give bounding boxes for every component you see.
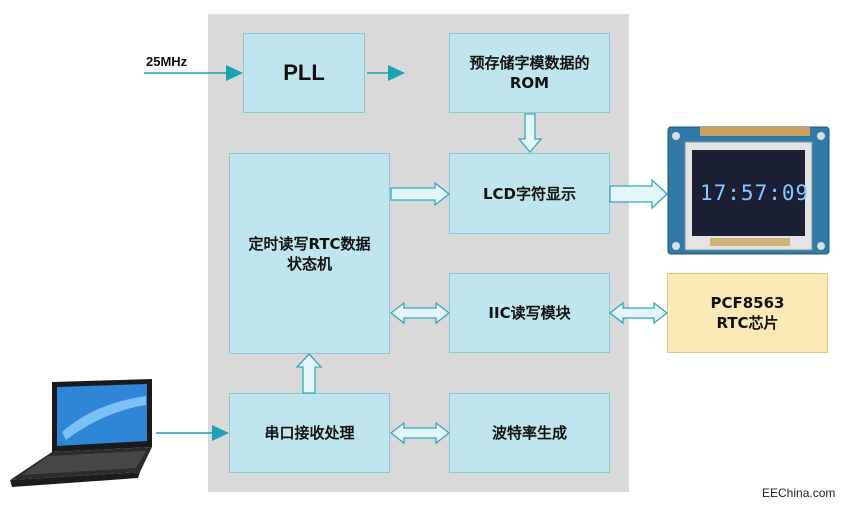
pll-label: PLL <box>283 60 325 85</box>
pll-block: PLL <box>243 33 365 113</box>
rom-block: 预存储字模数据的 ROM <box>449 33 610 113</box>
baud-block: 波特率生成 <box>449 393 610 473</box>
state-iic-double-arrow <box>389 301 451 325</box>
state-to-lcd-arrow <box>390 181 451 207</box>
pll-output-arrow <box>367 65 405 81</box>
lcd-display-label: LCD字符显示 <box>482 184 577 203</box>
state-machine-block: 定时读写RTC数据 状态机 <box>229 153 390 354</box>
pcf-label-line2: RTC芯片 <box>716 314 779 332</box>
uart-baud-double-arrow <box>389 421 451 445</box>
laptop-to-uart-arrow <box>156 425 229 441</box>
iic-label: IIC读写模块 <box>488 304 571 322</box>
pcf8563-block: PCF8563 RTC芯片 <box>667 273 828 353</box>
uart-rx-block: 串口接收处理 <box>229 393 390 473</box>
rom-label-line2: ROM <box>509 74 550 92</box>
uart-to-state-arrow <box>295 353 323 394</box>
watermark: EEChina.com <box>762 486 836 500</box>
lcd-time-readout: 17:57:09 <box>700 181 810 205</box>
state-machine-label-line1: 定时读写RTC数据 <box>248 234 371 253</box>
laptop-image <box>10 379 152 487</box>
iic-pcf-double-arrow <box>608 301 669 325</box>
clock-input-label: 25MHz <box>146 54 188 69</box>
lcd-to-screen-arrow <box>609 178 668 210</box>
rom-label-line1: 预存储字模数据的 <box>469 54 590 72</box>
lcd-module-image <box>667 126 830 255</box>
state-machine-label-line2: 状态机 <box>286 254 332 273</box>
pcf-label-line1: PCF8563 <box>710 294 785 312</box>
rom-to-lcd-arrow <box>517 113 543 154</box>
iic-block: IIC读写模块 <box>449 273 610 353</box>
lcd-display-block: LCD字符显示 <box>449 153 610 234</box>
clock-input-arrow <box>144 65 243 81</box>
baud-label: 波特率生成 <box>491 424 567 442</box>
uart-rx-label: 串口接收处理 <box>264 424 355 442</box>
